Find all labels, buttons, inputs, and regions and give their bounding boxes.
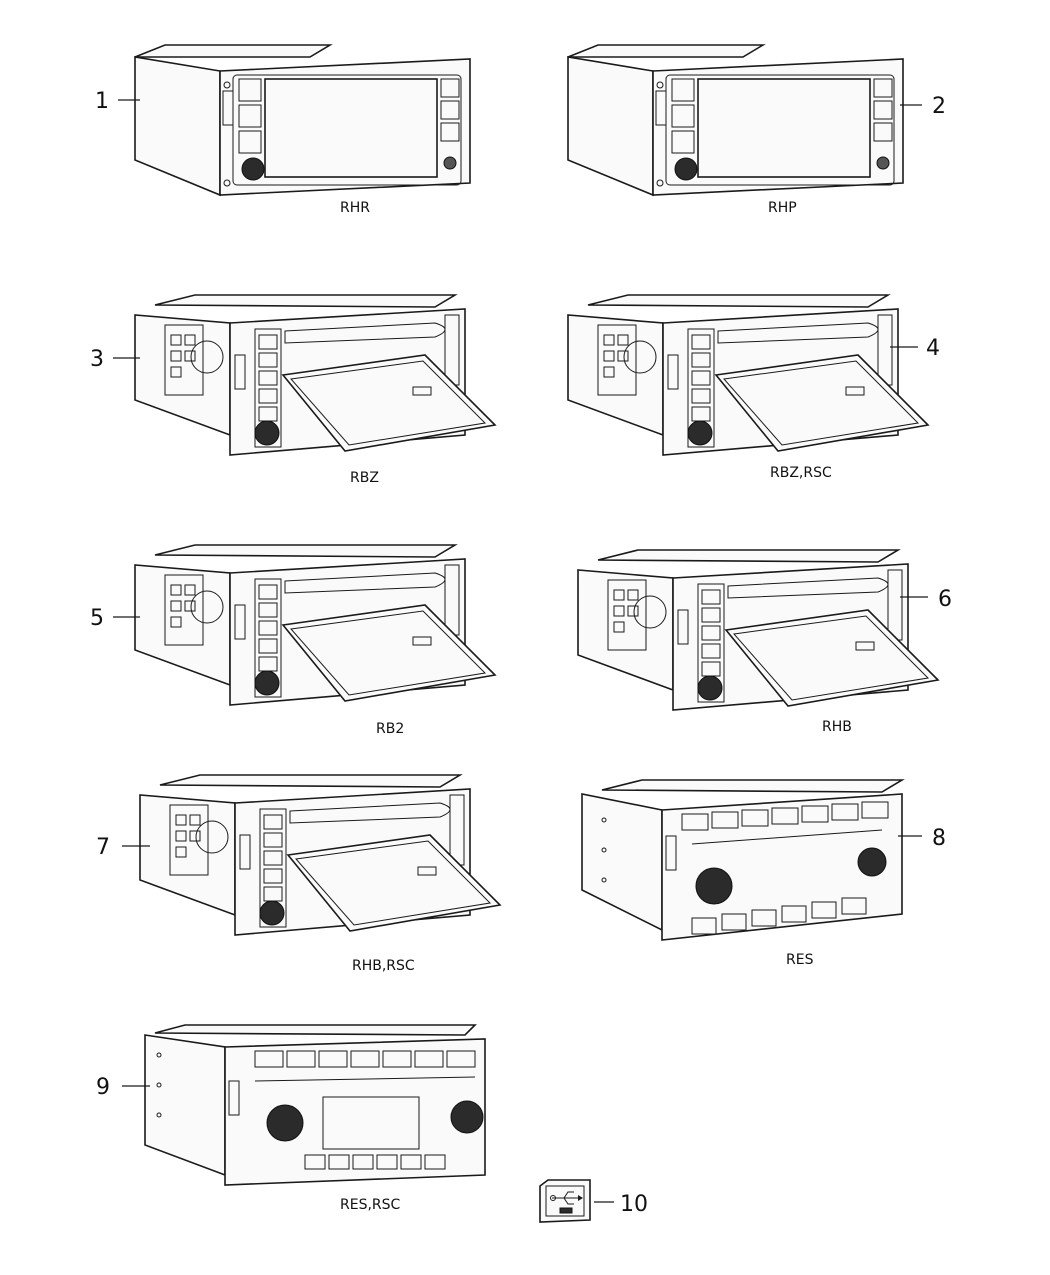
radio-unit-4 bbox=[567, 294, 929, 456]
option-code-2: RHP bbox=[768, 200, 797, 216]
radio-unit-6 bbox=[577, 549, 939, 711]
radio-unit-8 bbox=[581, 779, 903, 941]
option-code-6: RHB bbox=[822, 719, 852, 735]
option-code-5: RB2 bbox=[376, 721, 404, 737]
part-number-8: 8 bbox=[932, 826, 946, 851]
option-code-3: RBZ bbox=[350, 470, 379, 486]
part-number-2: 2 bbox=[932, 94, 946, 119]
option-code-4: RBZ,RSC bbox=[770, 465, 832, 481]
part-number-5: 5 bbox=[90, 606, 104, 631]
part-number-10: 10 bbox=[620, 1192, 648, 1217]
radio-unit-9 bbox=[144, 1024, 486, 1186]
radio-unit-3 bbox=[134, 294, 496, 456]
radio-unit-5 bbox=[134, 544, 496, 706]
radio-unit-7 bbox=[139, 774, 501, 936]
usb-port bbox=[539, 1179, 591, 1223]
option-code-9: RES,RSC bbox=[340, 1197, 401, 1213]
part-number-6: 6 bbox=[938, 587, 952, 612]
radio-unit-1 bbox=[134, 44, 471, 196]
part-number-9: 9 bbox=[96, 1075, 110, 1100]
option-code-8: RES bbox=[786, 952, 814, 968]
part-number-1: 1 bbox=[95, 89, 109, 114]
part-number-7: 7 bbox=[96, 835, 110, 860]
usb-icon bbox=[550, 1191, 583, 1214]
radio-unit-2 bbox=[567, 44, 904, 196]
part-number-4: 4 bbox=[926, 336, 940, 361]
option-code-7: RHB,RSC bbox=[352, 958, 415, 974]
part-number-3: 3 bbox=[90, 347, 104, 372]
option-code-1: RHR bbox=[340, 200, 370, 216]
